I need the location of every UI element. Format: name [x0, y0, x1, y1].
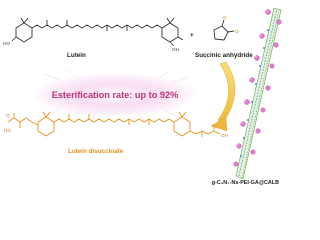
lutein-structure — [11, 17, 184, 47]
rate-glow — [33, 73, 197, 117]
glow-rays — [43, 68, 189, 123]
enzyme-icon — [276, 19, 282, 25]
acid-hydroxyl-label-left: HO — [4, 128, 11, 133]
enzyme-icon — [269, 63, 275, 69]
esterification-rate-label: Esterification rate: up to 92% — [52, 90, 179, 100]
hydroxyl-label-left: HO — [3, 41, 10, 46]
enzyme-icon — [250, 149, 256, 155]
plus-sign: + — [190, 32, 194, 39]
lutein-label: Lutein — [67, 52, 86, 59]
enzyme-icon — [255, 128, 261, 134]
succinic-anhydride-structure — [213, 19, 235, 41]
reaction-arrow — [210, 61, 236, 132]
scheme-canvas: HO OH Lutein + O O Succinic anhydride Es… — [3, 7, 282, 186]
arrow-head-icon — [210, 116, 228, 132]
enzyme-icon — [240, 121, 246, 127]
catalyst-nanosheet — [235, 7, 282, 180]
oxygen-label-right: O — [235, 29, 239, 34]
enzyme-icon — [244, 99, 250, 105]
enzyme-icon — [260, 107, 266, 113]
lutein-disuccinate-label: Lutein disuccinate — [68, 148, 124, 155]
enzyme-icon — [254, 55, 260, 61]
enzyme-icon — [249, 77, 255, 83]
enzyme-icon — [265, 85, 271, 91]
lutein-disuccinate-structure — [7, 111, 221, 137]
acid-oxygen-label-left: O — [6, 113, 10, 118]
enzyme-icon — [236, 143, 242, 149]
enzyme-icon — [233, 161, 239, 167]
enzyme-icon — [259, 33, 265, 39]
enzyme-icon — [265, 9, 271, 15]
hydroxyl-label-right: OH — [172, 47, 179, 52]
oxygen-label-top: O — [223, 15, 227, 20]
succinic-anhydride-label: Succinic anhydride — [195, 52, 253, 59]
catalyst-label: g-C₃N₄-Ns-PEI-GA@CALB — [212, 180, 279, 186]
enzyme-highlights — [237, 10, 268, 146]
enzyme-icon — [273, 42, 279, 48]
acid-hydroxyl-label-right: OH — [221, 133, 228, 138]
enzyme-particles — [233, 9, 282, 167]
graphical-abstract: HO OH Lutein + O O Succinic anhydride Es… — [3, 7, 282, 186]
